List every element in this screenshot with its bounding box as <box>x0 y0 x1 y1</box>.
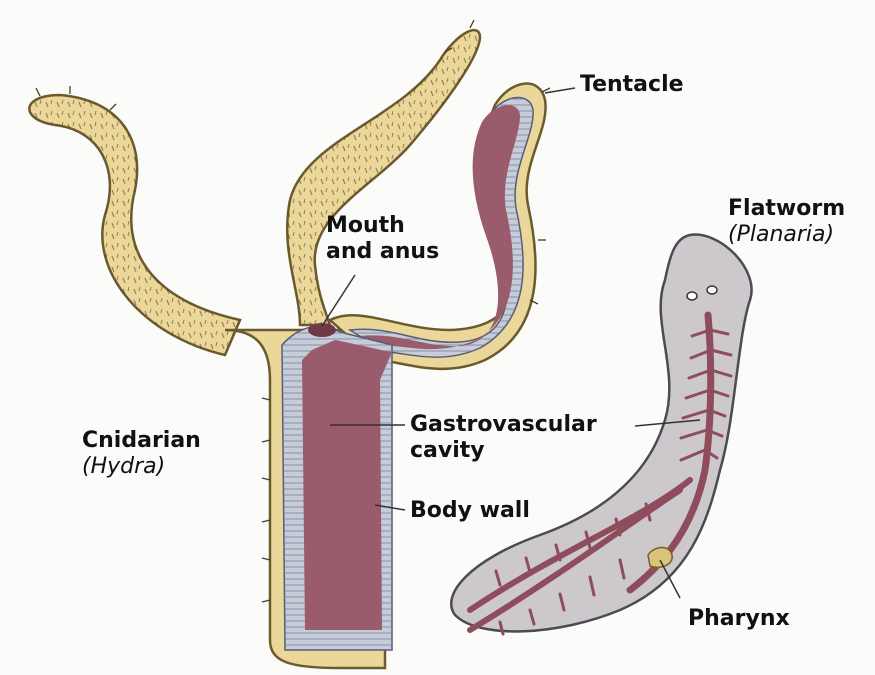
label-flatworm: Flatworm (Planaria) <box>728 196 845 248</box>
label-cnidarian: Cnidarian (Hydra) <box>82 428 201 480</box>
label-gastro-line1: Gastrovascular <box>410 412 597 438</box>
label-flatworm-name: Flatworm <box>728 196 845 222</box>
label-pharynx: Pharynx <box>688 606 790 632</box>
label-mouth-line1: Mouth <box>326 213 439 239</box>
label-body-wall: Body wall <box>410 498 530 524</box>
gastrovascular-cavity <box>302 340 392 630</box>
label-cnidarian-name: Cnidarian <box>82 428 201 454</box>
flatworm-pharynx <box>648 548 672 568</box>
flatworm-eyespot-right <box>707 286 717 294</box>
label-hydra: (Hydra) <box>82 454 201 480</box>
label-mouth-and-anus: Mouth and anus <box>326 213 439 265</box>
label-gastrovascular-cavity: Gastrovascular cavity <box>410 412 597 464</box>
flatworm-eyespot-left <box>687 292 697 300</box>
label-gastro-line2: cavity <box>410 438 597 464</box>
label-tentacle: Tentacle <box>580 72 684 98</box>
label-mouth-line2: and anus <box>326 239 439 265</box>
label-planaria: (Planaria) <box>728 222 845 248</box>
